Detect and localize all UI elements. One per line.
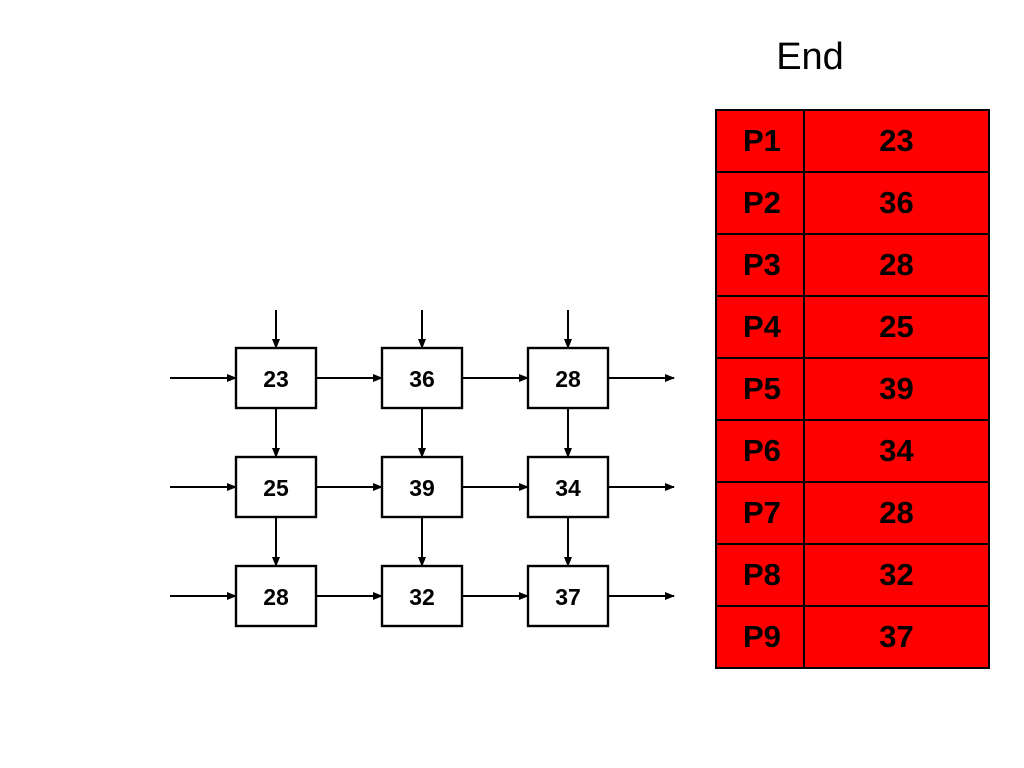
processor-name-cell: P8 [715,543,805,607]
cell-value: 32 [409,584,435,610]
cell-value: 28 [263,584,289,610]
cell-box [526,564,610,628]
processor-value-cell: 37 [803,605,990,669]
grid-cell: 34 [526,455,610,519]
grid-cell: 36 [380,346,464,410]
processor-name-cell: P2 [715,171,805,235]
cell-value: 39 [409,475,435,501]
processor-name-cell: P5 [715,357,805,421]
cell-box [526,346,610,410]
cell-box [380,346,464,410]
grid-cell: 23 [234,346,318,410]
grid-cell: 28 [526,346,610,410]
processor-value-cell: 36 [803,171,990,235]
processor-name-cell: P3 [715,233,805,297]
processor-value-cell: 23 [803,109,990,173]
processor-value-cell: 34 [803,419,990,483]
grid-cell: 28 [234,564,318,628]
grid-cells: 23 36 28 25 39 34 28 32 37 [234,346,610,628]
cell-value: 28 [555,366,581,392]
processor-name-cell: P4 [715,295,805,359]
processor-value-cell: 32 [803,543,990,607]
processor-value-cell: 39 [803,357,990,421]
processor-name-cell: P6 [715,419,805,483]
connection-wires [170,310,675,600]
grid-cell: 25 [234,455,318,519]
processor-value-cell: 28 [803,233,990,297]
grid-cell: 32 [380,564,464,628]
processor-name-cell: P1 [715,109,805,173]
processor-value-cell: 25 [803,295,990,359]
grid-cell: 37 [526,564,610,628]
processor-value-cell: 28 [803,481,990,545]
diagram-title: End [776,36,844,78]
cell-value: 23 [263,366,289,392]
cell-box [234,455,318,519]
processor-grid: 23 36 28 25 39 34 28 32 37 [170,310,675,628]
processor-name-cell: P9 [715,605,805,669]
cell-value: 36 [409,366,435,392]
cell-box [234,346,318,410]
cell-value: 25 [263,475,289,501]
cell-value: 34 [555,475,581,501]
cell-box [380,564,464,628]
processor-name-cell: P7 [715,481,805,545]
cell-value: 37 [555,584,581,610]
grid-cell: 39 [380,455,464,519]
cell-box [526,455,610,519]
cell-box [234,564,318,628]
cell-box [380,455,464,519]
